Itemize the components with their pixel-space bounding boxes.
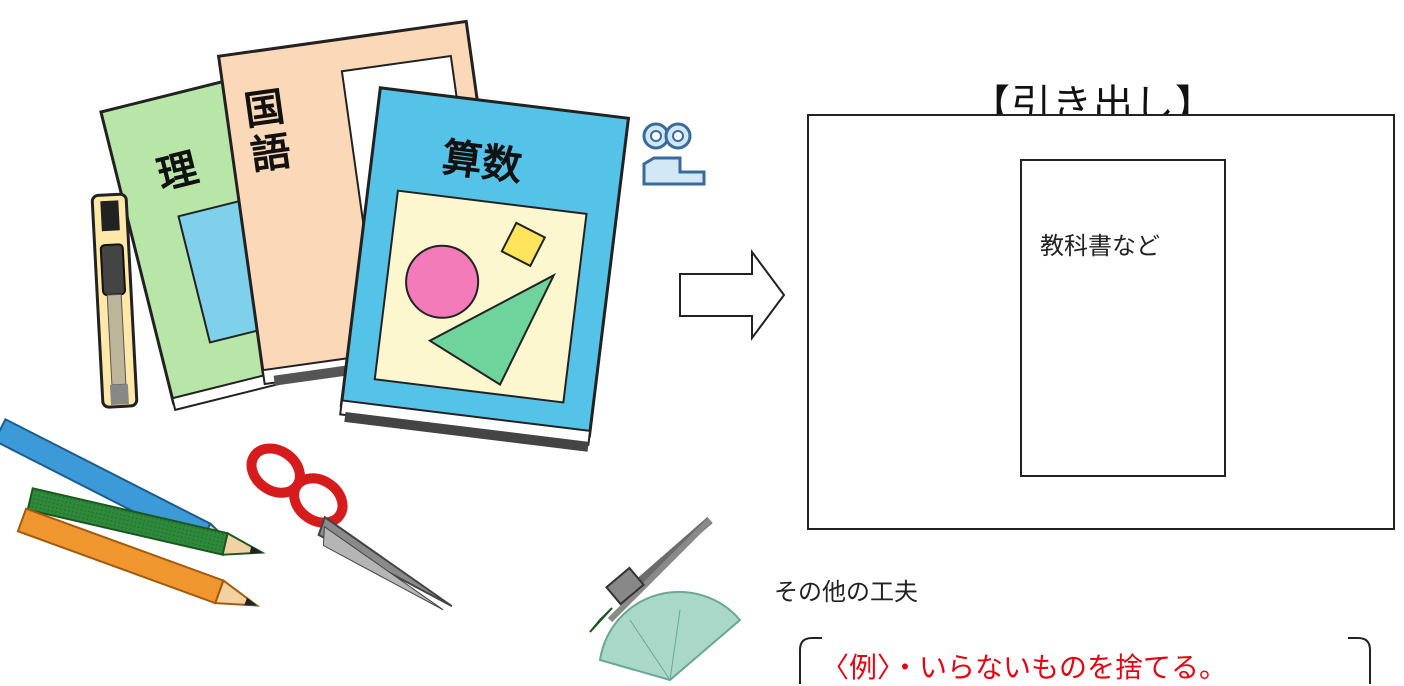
tips-example: 〈例〉・いらないものを捨てる。 [821, 651, 1228, 684]
pencil-orange-icon [16, 507, 261, 607]
japanese-book-label-2: 語 [248, 128, 294, 179]
textbook-slot-label: 教科書など [1040, 232, 1160, 260]
cutter-knife-icon [90, 192, 139, 409]
japanese-book-label-1: 国 [241, 84, 287, 135]
pencil-green-icon [26, 487, 266, 556]
textbook-slot [1020, 159, 1226, 477]
tips-heading: その他の工夫 [774, 578, 918, 606]
math-book-icon: 算数 [339, 86, 631, 452]
right-arrow-icon [679, 248, 786, 342]
scissors-icon [246, 443, 453, 611]
math-book-label: 算数 [439, 135, 524, 190]
compass-icon [589, 516, 713, 633]
example-bracket [799, 637, 1371, 684]
protractor-icon [598, 590, 742, 682]
binder-clip-icon [642, 122, 706, 186]
